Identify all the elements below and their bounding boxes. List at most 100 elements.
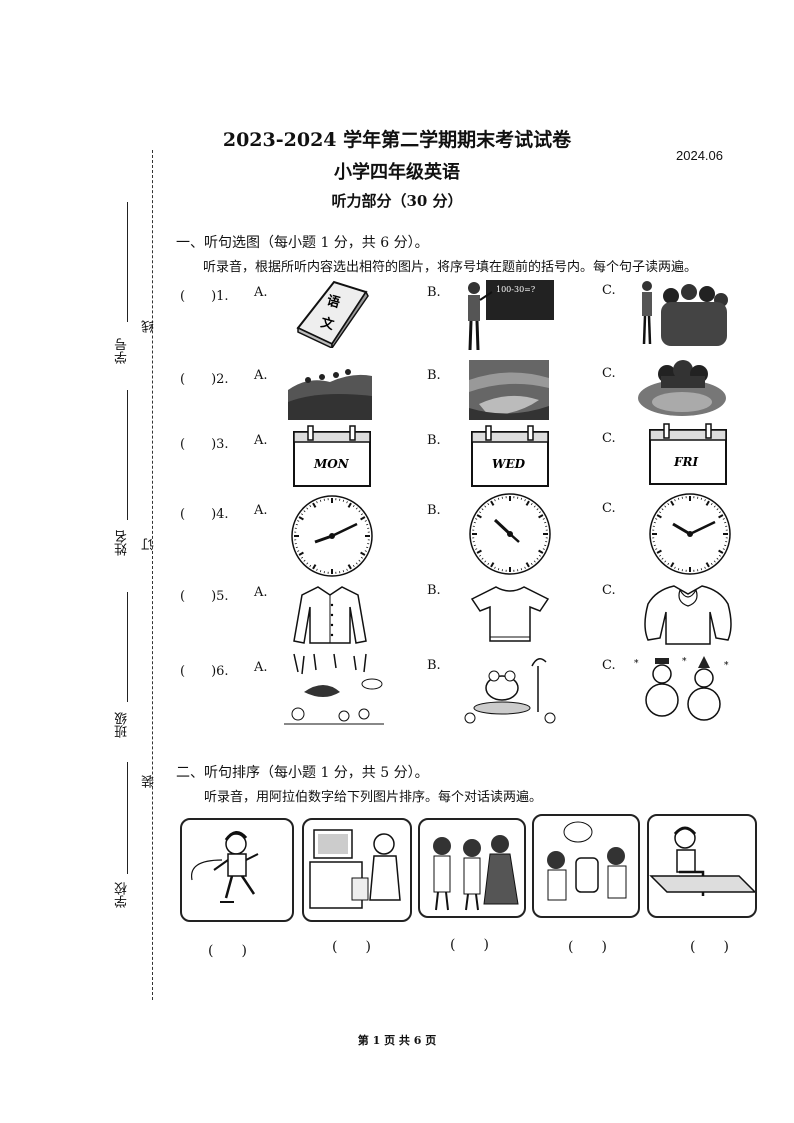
q2-option-c[interactable]: C. — [602, 366, 616, 381]
section1-instruction: 听录音，根据所听内容选出相符的图片，将序号填在题前的括号内。每个句子读两遍。 — [203, 260, 698, 275]
q3-option-c[interactable]: C. — [602, 431, 616, 446]
q6-option-a[interactable]: A. — [254, 660, 268, 675]
question-2-label[interactable]: ( )2. — [180, 372, 229, 387]
q2-option-b[interactable]: B. — [427, 368, 441, 383]
q6-option-c[interactable]: C. — [602, 658, 616, 673]
clock-tick — [713, 560, 716, 563]
q2-option-a[interactable]: A. — [254, 368, 268, 383]
clock-tick — [525, 500, 530, 506]
clock-tick — [303, 559, 306, 562]
clock-tick — [481, 557, 484, 560]
clock-tick — [536, 557, 539, 560]
question-6-label[interactable]: ( )6. — [180, 664, 229, 679]
answer-paren-5[interactable]: ( ) — [690, 939, 729, 955]
clock-tick — [487, 562, 490, 565]
calendar-day-wed: WED — [492, 457, 526, 471]
q6-option-b[interactable]: B. — [427, 658, 441, 673]
exam-subtitle: 小学四年级英语 — [334, 162, 460, 183]
clock-tick — [713, 505, 716, 508]
clock-tick — [481, 508, 484, 511]
calendar-monday-image: MON — [292, 424, 372, 488]
clock-tick — [667, 503, 670, 506]
clock-tick — [352, 505, 355, 508]
clock-c-image — [645, 492, 735, 576]
q1-option-c[interactable]: C. — [602, 283, 616, 298]
clock-tick — [653, 521, 656, 524]
q4-option-c[interactable]: C. — [602, 501, 616, 516]
question-1-label[interactable]: ( )1. — [180, 289, 229, 304]
section2-instruction: 听录音，用阿拉伯数字给下列图片排序。每个对话读两遍。 — [204, 790, 543, 805]
clock-tick — [295, 546, 298, 549]
clock-tick — [538, 511, 541, 514]
answer-paren-4[interactable]: ( ) — [568, 939, 607, 955]
name-field[interactable] — [127, 390, 128, 520]
q1-option-b[interactable]: B. — [427, 285, 441, 300]
clock-tick — [484, 505, 487, 508]
q3-option-a[interactable]: A. — [254, 433, 268, 448]
clock-tick — [724, 521, 727, 524]
clock-tick — [664, 505, 667, 508]
exam-date: 2024.06 — [676, 148, 723, 163]
q4-option-b[interactable]: B. — [427, 503, 441, 518]
answer-paren-1[interactable]: ( ) — [208, 943, 247, 959]
clock-tick — [544, 544, 547, 547]
q1-option-a[interactable]: A. — [254, 285, 268, 300]
clock-tick — [700, 497, 703, 500]
tshirt-image — [470, 583, 550, 643]
picture-three-kids — [418, 818, 526, 918]
clock-tick — [358, 510, 361, 513]
clock-tick — [346, 501, 348, 504]
binding-dashed-line — [152, 150, 153, 1000]
clock-tick — [479, 511, 482, 514]
clock-tick — [544, 521, 547, 524]
clock-tick — [664, 560, 667, 563]
clock-tick — [667, 562, 670, 565]
clock-tick — [473, 521, 476, 524]
q4-option-a[interactable]: A. — [254, 503, 268, 518]
clock-tick — [655, 518, 658, 520]
clock-tick — [347, 564, 352, 570]
clock-tick — [677, 497, 680, 500]
clock-tick — [312, 564, 317, 570]
question-4-label[interactable]: ( )4. — [180, 507, 229, 522]
clock-tick — [490, 500, 495, 506]
clock-tick — [475, 548, 478, 550]
clock-tick — [724, 544, 727, 547]
clock-tick — [360, 551, 366, 556]
question-3-label[interactable]: ( )3. — [180, 437, 229, 452]
q5-option-c[interactable]: C. — [602, 583, 616, 598]
clock-tick — [316, 501, 318, 504]
clock-tick — [538, 514, 544, 519]
clock-tick — [542, 548, 545, 550]
clock-tick — [473, 544, 476, 547]
clock-tick — [295, 523, 298, 526]
q5-option-b[interactable]: B. — [427, 583, 441, 598]
page-footer: 第 1 页 共 6 页 — [357, 1034, 437, 1047]
class-group-image — [637, 278, 729, 348]
school-field[interactable] — [127, 762, 128, 874]
student-no-field[interactable] — [127, 202, 128, 322]
class-field[interactable] — [127, 592, 128, 702]
answer-paren-3[interactable]: ( ) — [450, 937, 489, 953]
clock-tick — [705, 562, 710, 568]
question-5-label[interactable]: ( )5. — [180, 589, 229, 604]
clock-tick — [497, 568, 500, 571]
clock-tick — [677, 568, 680, 571]
clock-tick — [705, 500, 710, 506]
answer-paren-2[interactable]: ( ) — [332, 939, 371, 955]
calendar-day-fri: FRI — [673, 455, 698, 469]
clock-tick — [297, 520, 300, 522]
clock-tick — [530, 562, 533, 565]
clock-tick — [360, 556, 363, 559]
clock-tick — [342, 570, 345, 573]
q3-option-b[interactable]: B. — [427, 433, 441, 448]
river-landscape-image — [469, 360, 549, 420]
class-label: 班级 — [115, 712, 130, 738]
school-label: 学校 — [115, 882, 130, 908]
clock-tick — [718, 554, 721, 557]
clock-tick — [700, 568, 703, 571]
clock-tick — [342, 499, 345, 502]
clock-tick — [494, 566, 496, 569]
clock-tick — [355, 507, 358, 510]
q5-option-a[interactable]: A. — [254, 585, 268, 600]
